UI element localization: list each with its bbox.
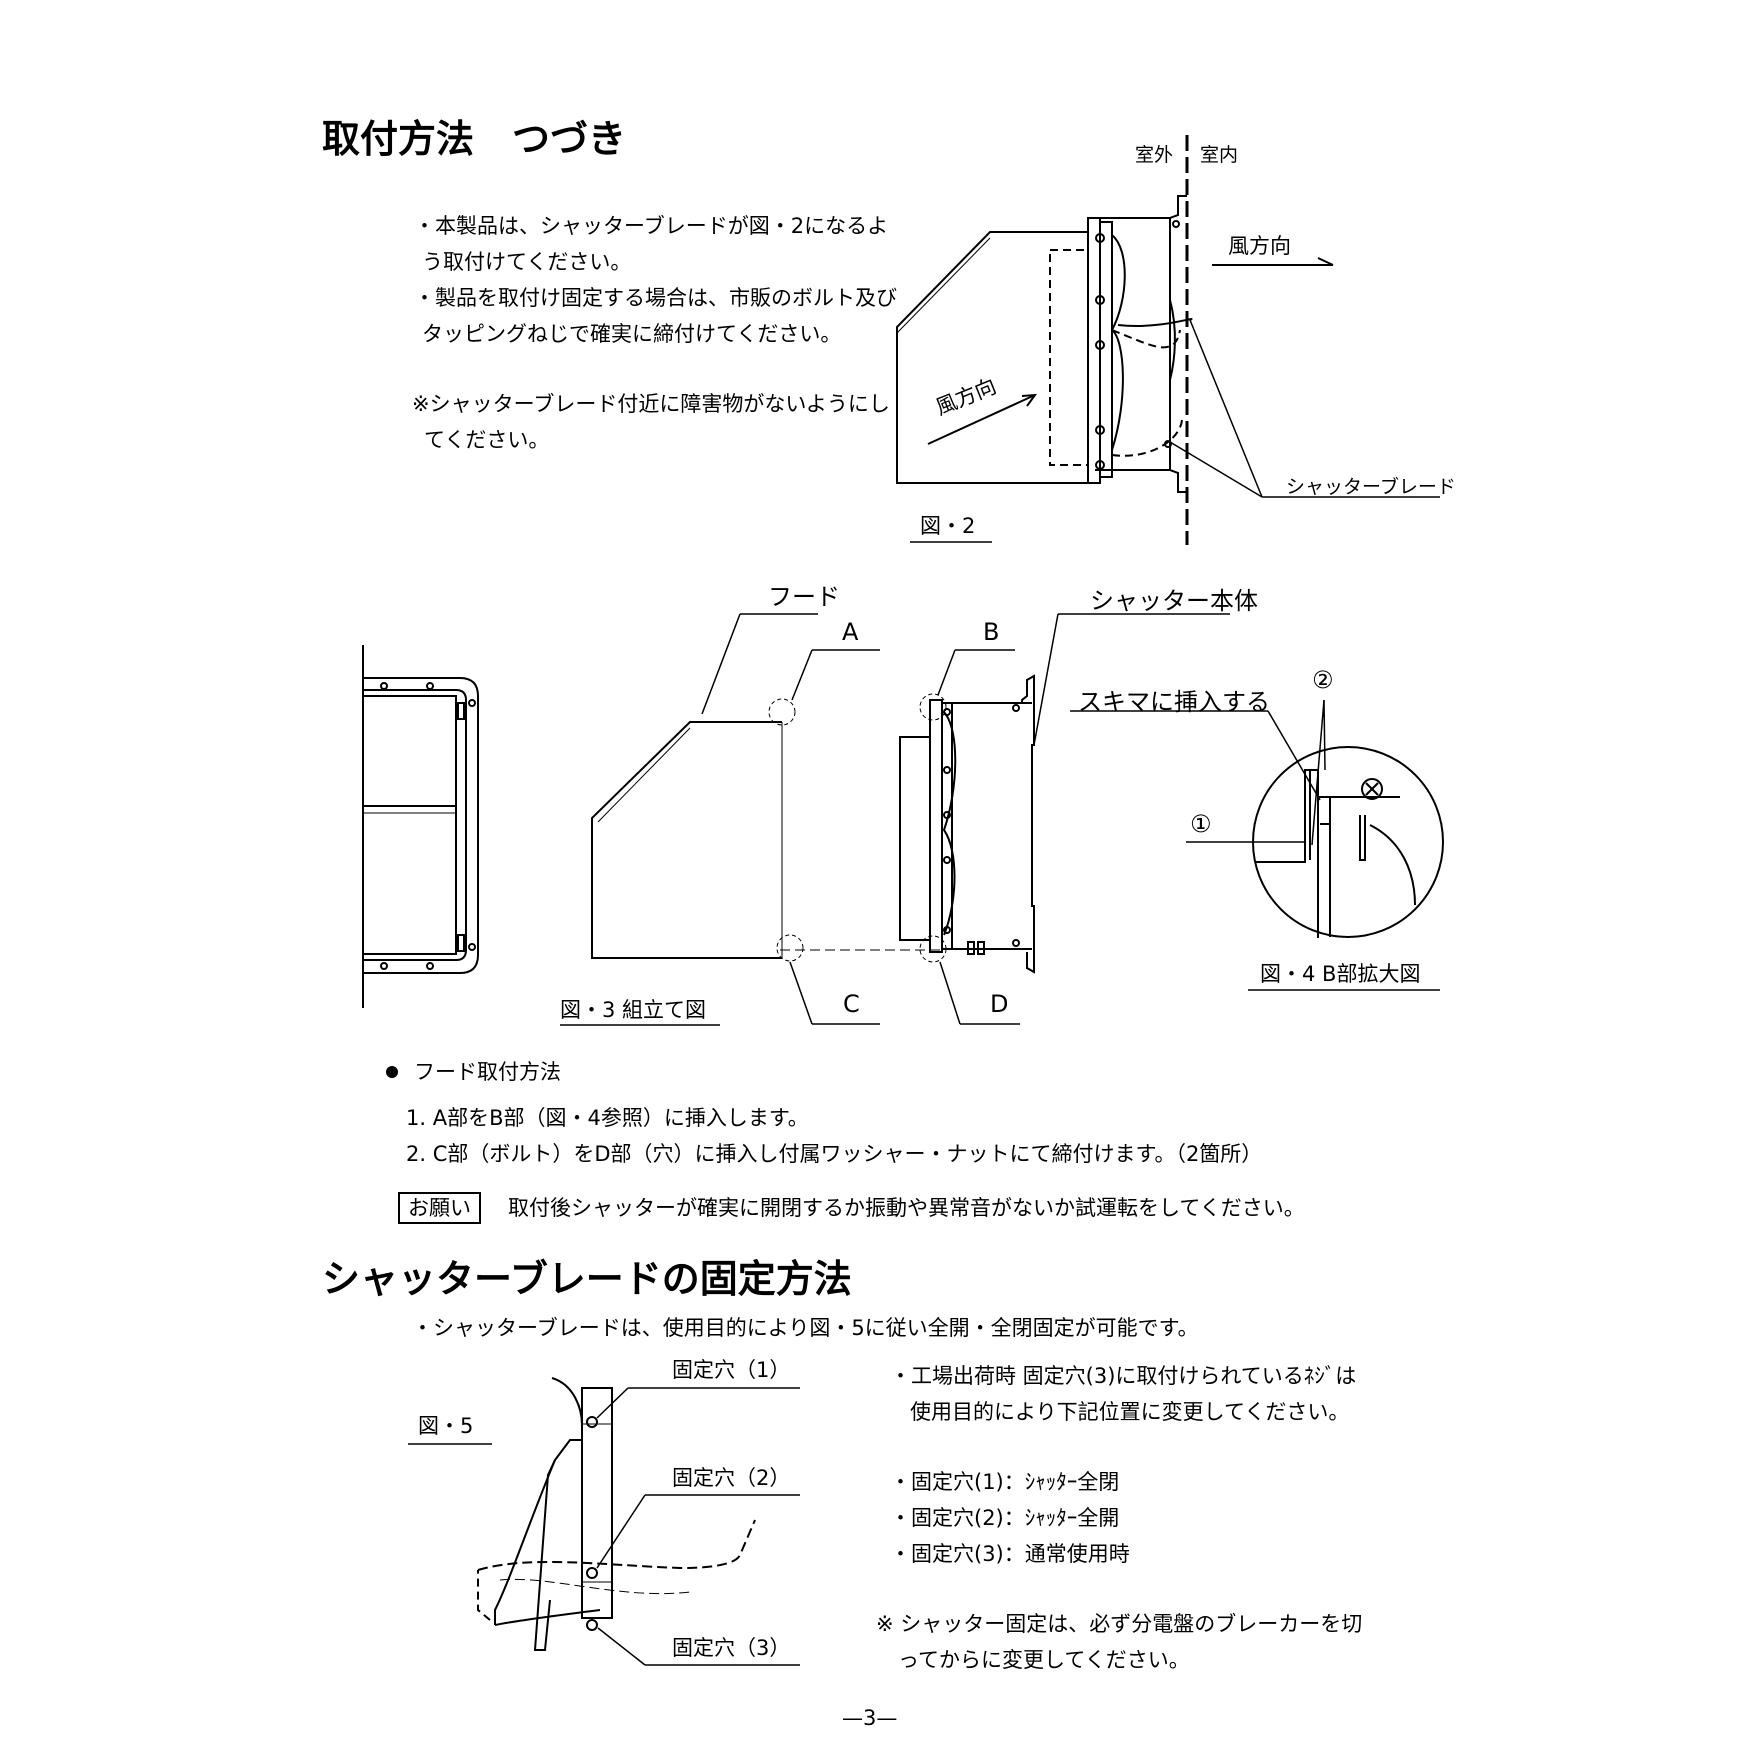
fig2-shutter-blade-label: シャッターブレード bbox=[1286, 476, 1456, 498]
request-badge: お願い bbox=[398, 1192, 481, 1224]
hood-method-title: フード取付方法 bbox=[414, 1060, 561, 1084]
request-text: 取付後シャッターが確実に開閉するか振動や異常音がないか試運転をしてください。 bbox=[508, 1196, 1305, 1220]
fig3-label-c: C bbox=[843, 990, 860, 1018]
figure-3-hood-drawing bbox=[560, 613, 940, 1026]
fig4-number-1: ① bbox=[1190, 810, 1212, 838]
fig2-caption: 図・2 bbox=[920, 514, 976, 538]
figure-3-body-drawing bbox=[899, 613, 1230, 1025]
fig3-caption: 図・3 組立て図 bbox=[560, 998, 707, 1022]
figure-3-frame-drawing bbox=[362, 645, 479, 1008]
page-number: —3— bbox=[842, 1706, 898, 1730]
intro-line-2: う取付けてください。 bbox=[422, 250, 632, 274]
section-heading-blade-fixing: シャッターブレードの固定方法 bbox=[322, 1257, 852, 1301]
intro-note-line-1: ※シャッターブレード付近に障害物がないようにし bbox=[412, 392, 890, 416]
intro-line-1: ・本製品は、シャッターブレードが図・2になるよ bbox=[414, 214, 889, 238]
figure-2-drawing bbox=[896, 135, 1440, 545]
fixing-note-line-2: 使用目的により下記位置に変更してください。 bbox=[910, 1400, 1350, 1424]
fig3-label-a: A bbox=[842, 618, 859, 646]
fixing-warning-line-2: ってからに変更してください。 bbox=[898, 1648, 1190, 1672]
fig2-inside-label: 室内 bbox=[1200, 144, 1239, 166]
intro-note-line-2: てください。 bbox=[424, 428, 550, 452]
fig2-outside-label: 室外 bbox=[1135, 144, 1174, 166]
bullet-icon bbox=[386, 1066, 398, 1078]
fig5-hole-3-label: 固定穴（3） bbox=[672, 1636, 791, 1660]
fixing-note-line-1: ・工場出荷時 固定穴(3)に取付けられているﾈｼﾞは bbox=[890, 1364, 1357, 1388]
fig3-label-b: B bbox=[983, 618, 1000, 646]
intro-line-4: タッピングねじで確実に締付けてください。 bbox=[422, 322, 842, 346]
figure-4-drawing bbox=[1070, 699, 1444, 991]
intro-line-3: ・製品を取付け固定する場合は、市販のボルト及び bbox=[414, 286, 897, 310]
fig3-label-d: D bbox=[990, 990, 1009, 1018]
fig4-gap-label: スキマに挿入する bbox=[1078, 688, 1270, 716]
hood-method-step-1: 1. A部をB部（図・4参照）に挿入します。 bbox=[406, 1106, 809, 1130]
fig5-hole-2-label: 固定穴（2） bbox=[672, 1466, 791, 1490]
hood-method-step-2: 2. C部（ボルト）をD部（穴）に挿入し付属ワッシャー・ナットにて締付けます。（… bbox=[406, 1142, 1263, 1166]
fig4-number-2: ② bbox=[1312, 666, 1334, 694]
fixing-position-2: ・固定穴(2)：ｼｬｯﾀｰ全開 bbox=[890, 1506, 1120, 1530]
fig5-caption: 図・5 bbox=[418, 1414, 474, 1438]
fig3-shutter-body-label: シャッター本体 bbox=[1090, 587, 1258, 615]
fixing-intro: ・シャッターブレードは、使用目的により図・5に従い全開・全閉固定が可能です。 bbox=[412, 1316, 1199, 1340]
fixing-position-1: ・固定穴(1)：ｼｬｯﾀｰ全閉 bbox=[890, 1470, 1120, 1494]
fig3-hood-label: フード bbox=[768, 583, 840, 611]
fixing-warning-line-1: ※ シャッター固定は、必ず分電盤のブレーカーを切 bbox=[876, 1612, 1363, 1636]
fig4-caption: 図・4 B部拡大図 bbox=[1260, 962, 1421, 986]
fig5-hole-1-label: 固定穴（1） bbox=[672, 1358, 791, 1382]
figure-5-drawing bbox=[408, 1377, 800, 1666]
fig2-wind-direction-right: 風方向 bbox=[1228, 234, 1291, 258]
fixing-position-3: ・固定穴(3)：通常使用時 bbox=[890, 1542, 1130, 1566]
section-heading-installation: 取付方法 つづき bbox=[322, 117, 627, 161]
